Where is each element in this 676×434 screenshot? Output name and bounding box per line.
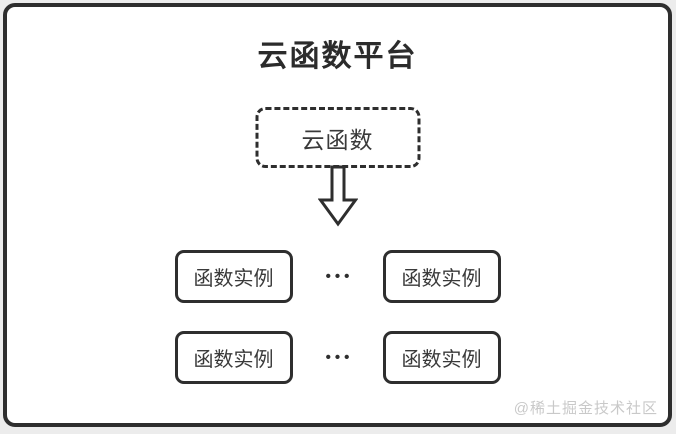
instance-node: 函数实例 (174, 250, 293, 303)
instance-node: 函数实例 (174, 331, 293, 384)
diagram-title: 云函数平台 (257, 40, 418, 73)
down-arrow-icon (317, 165, 358, 227)
ellipsis: ••• (325, 268, 354, 285)
instance-label: 函数实例 (401, 349, 482, 371)
instance-row-2: 函数实例 ••• 函数实例 (7, 331, 668, 384)
cloud-function-label: 云函数 (301, 126, 374, 153)
instance-node: 函数实例 (382, 331, 501, 384)
diagram-canvas: 云函数平台 云函数 函数实例 ••• 函数实例 函数实例 ••• 函数实例 (3, 3, 672, 427)
instance-label: 函数实例 (193, 349, 274, 371)
instance-node: 函数实例 (382, 250, 501, 303)
cloud-function-node: 云函数 (255, 107, 420, 168)
watermark: @稀土掘金技术社区 (513, 400, 658, 417)
instance-label: 函数实例 (193, 268, 274, 290)
ellipsis: ••• (325, 349, 354, 366)
instance-row-1: 函数实例 ••• 函数实例 (7, 250, 668, 303)
instance-label: 函数实例 (401, 268, 482, 290)
